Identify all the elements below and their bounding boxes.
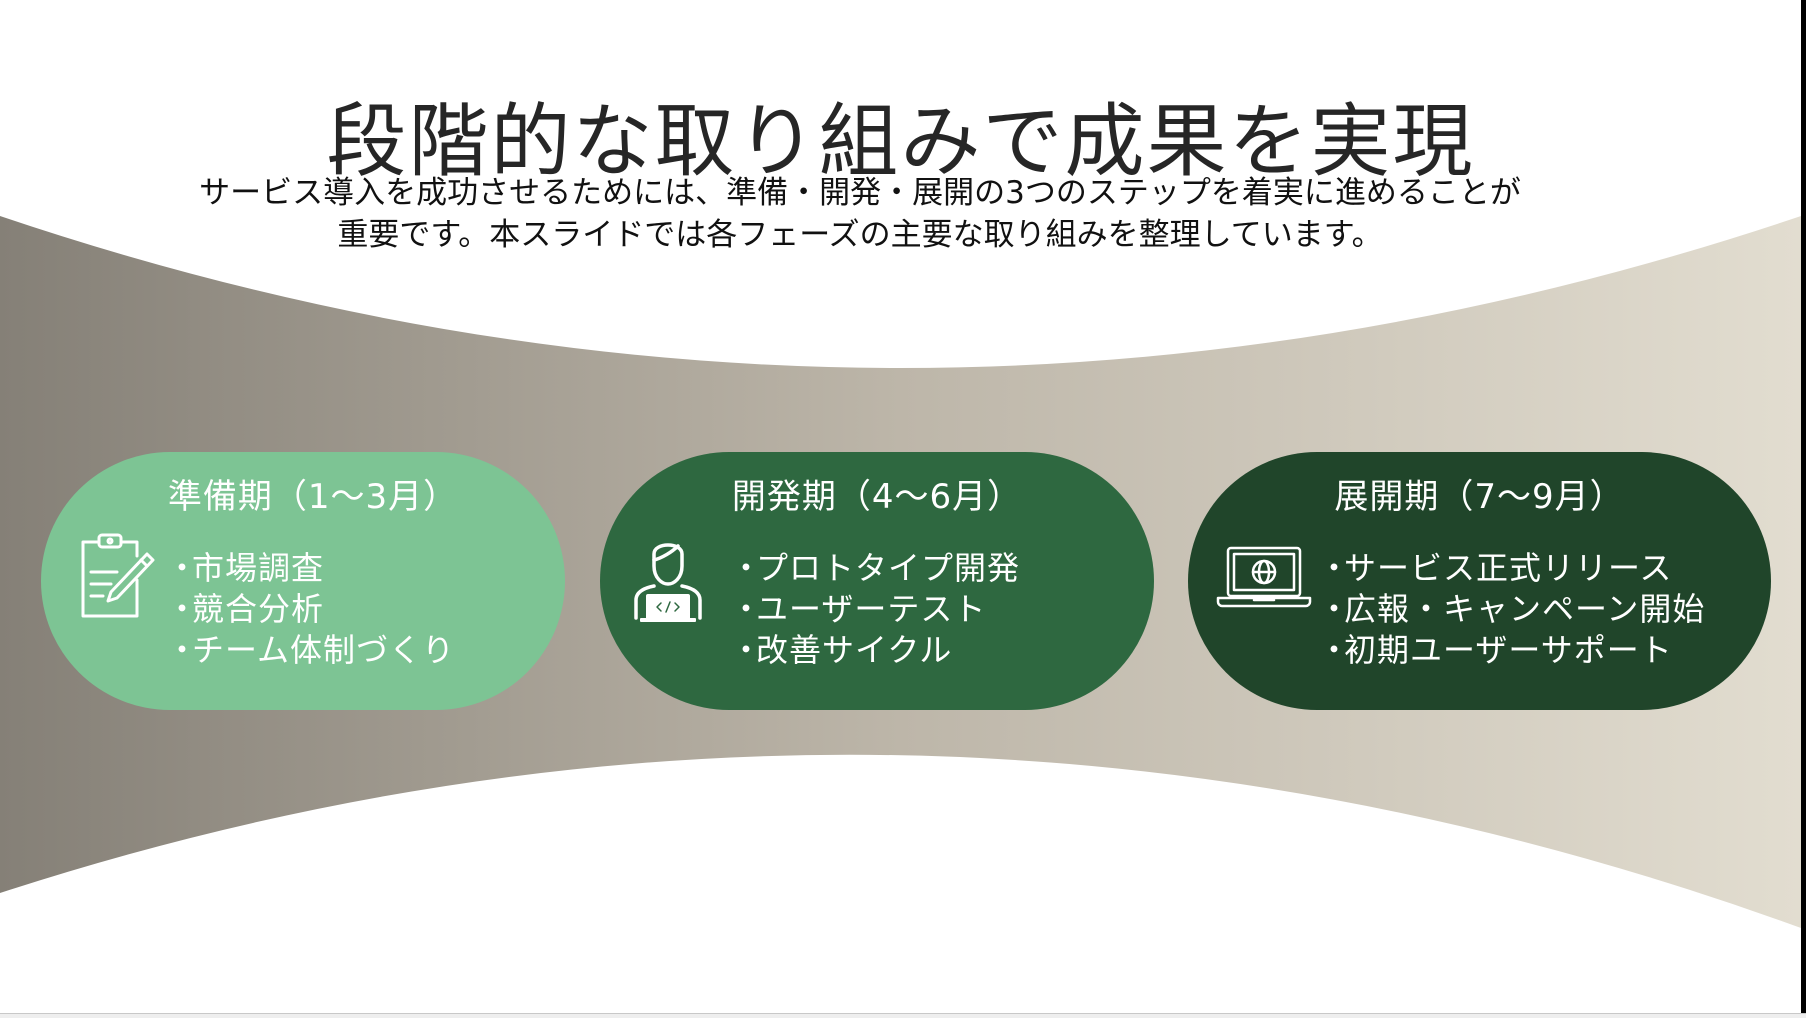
phase-card-development: 開発期（4〜6月） ・プロトタイプ開発 ・ユーザーテスト ・改善サイクル	[600, 452, 1154, 710]
bottom-scrollbar[interactable]	[0, 1013, 1806, 1018]
window-edge	[1801, 0, 1806, 1013]
laptop-globe-icon	[1216, 546, 1312, 608]
list-item: ・チーム体制づくり	[166, 631, 456, 669]
list-item: ・初期ユーザーサポート	[1318, 631, 1673, 669]
subtitle-line-1: サービス導入を成功させるためには、準備・開発・展開の3つのステップを着実に進める…	[199, 175, 1521, 211]
subtitle-line-2: 重要です。本スライドでは各フェーズの主要な取り組みを整理しています。	[337, 217, 1383, 253]
list-item: ・サービス正式リリース	[1318, 549, 1673, 587]
phase-card-preparation: 準備期（1〜3月） ・市場調査 ・競合分析 ・チーム体制づくり	[41, 452, 565, 710]
list-item: ・改善サイクル	[730, 631, 953, 669]
subtitle: サービス導入を成功させるためには、準備・開発・展開の3つのステップを着実に進める…	[120, 172, 1600, 256]
phase-title: 展開期（7〜9月）	[1334, 477, 1625, 517]
clipboard-pencil-icon	[81, 533, 155, 618]
phase-items: ・プロトタイプ開発 ・ユーザーテスト ・改善サイクル	[730, 548, 1020, 671]
phase-title: 開発期（4〜6月）	[731, 477, 1023, 517]
developer-laptop-icon	[634, 543, 702, 622]
list-item: ・プロトタイプ開発	[730, 549, 1021, 587]
list-item: ・広報・キャンペーン開始	[1318, 590, 1706, 628]
phase-card-rollout: 展開期（7〜9月） ・サービス正式リリース ・広報・キャンペーン開始 ・初期ユー…	[1188, 452, 1771, 710]
phase-items: ・サービス正式リリース ・広報・キャンペーン開始 ・初期ユーザーサポート	[1318, 548, 1705, 671]
phase-items: ・市場調査 ・競合分析 ・チーム体制づくり	[166, 548, 455, 671]
list-item: ・ユーザーテスト	[730, 590, 987, 628]
phase-title: 準備期（1〜3月）	[167, 477, 459, 517]
list-item: ・競合分析	[166, 590, 325, 628]
list-item: ・市場調査	[166, 549, 325, 587]
page-title: 段階的な取り組みで成果を実現	[326, 94, 1475, 188]
